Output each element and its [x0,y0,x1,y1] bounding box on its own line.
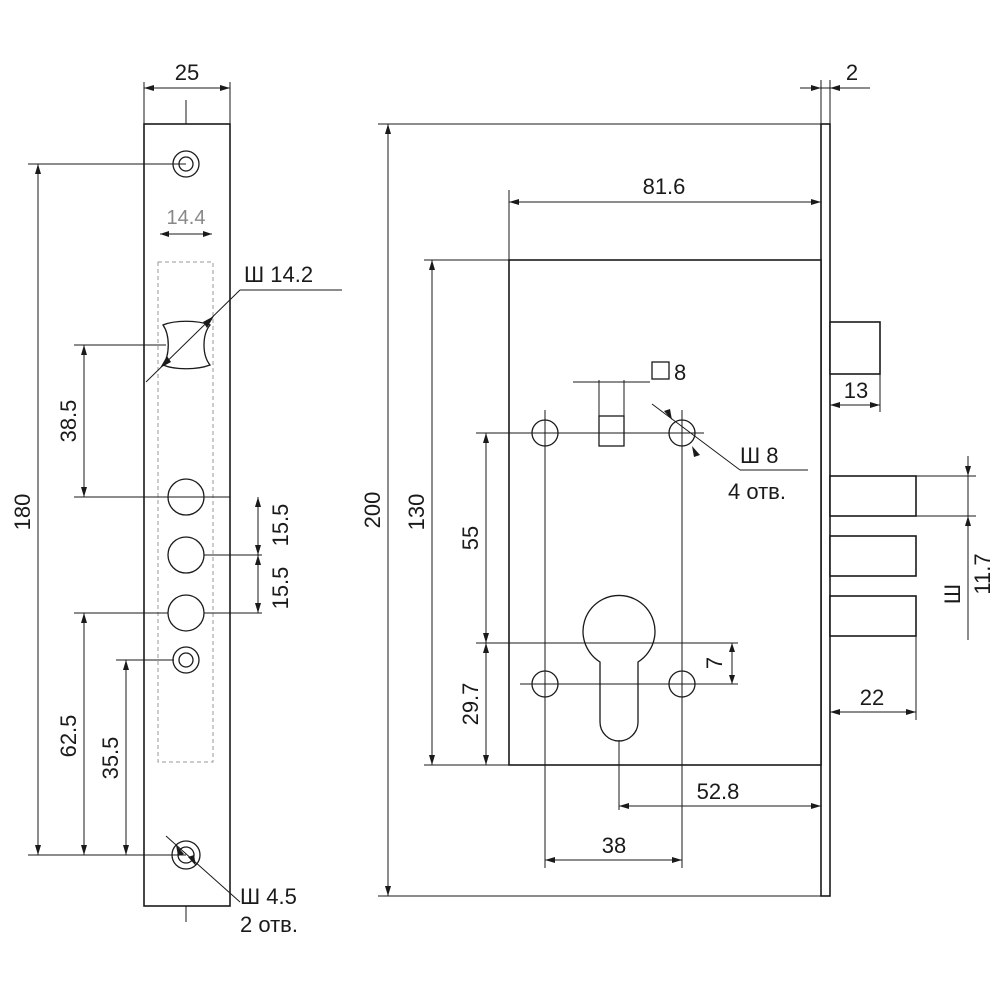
label-body-width: 81.6 [643,174,686,199]
lock-front-plate [820,123,831,897]
label-screw-hole-count: 2 отв. [240,912,298,937]
label-35-5: 35.5 [98,737,123,780]
dead-bolt-2 [829,535,917,577]
label-spindle-square: 8 [674,360,686,385]
lock-body-view: 8 Ш 8 4 отв. 2 81.6 200 [360,60,995,897]
label-height-200: 200 [360,492,385,529]
latch-bolt [829,321,881,375]
latch-cutout [162,320,212,370]
cylinder-cutout [582,594,656,742]
label-length-180: 180 [10,494,35,531]
faceplate-view: 25 14.4 Ш 14.2 180 38.5 15.5 [10,60,342,937]
label-bolt-dia-value: 11.7 [970,553,995,594]
label-body-height: 130 [404,494,429,531]
dead-bolt-3 [829,595,917,637]
label-15-5-lower: 15.5 [268,567,293,610]
label-mount-hole-dia: Ш 8 [740,443,779,468]
label-bolt-dia-symbol: Ш [940,584,965,604]
label-width-25: 25 [175,60,199,85]
label-hole-spacing-38: 38 [602,833,626,858]
label-mount-hole-count: 4 отв. [728,479,786,504]
label-55: 55 [458,526,483,550]
label-cutout-dia: Ш 14.2 [244,262,313,287]
label-bolt-throw: 22 [860,685,884,710]
label-screw-hole-dia: Ш 4.5 [240,884,297,909]
leader-screw-hole [165,835,241,903]
label-7: 7 [702,657,727,669]
label-38-5: 38.5 [56,400,81,443]
faceplate-hidden-outline [157,261,214,763]
label-backset-52-8: 52.8 [697,779,740,804]
label-29-7: 29.7 [458,683,483,726]
label-bore-14-4: 14.4 [167,207,206,229]
leader-mount-hole [651,403,741,471]
label-latch-13: 13 [844,378,868,403]
label-plate-thickness: 2 [846,60,858,85]
label-15-5-upper: 15.5 [268,504,293,547]
lock-case [508,259,822,766]
dead-bolt-1 [829,475,917,517]
label-62-5: 62.5 [56,715,81,758]
square-symbol-icon [651,361,670,380]
